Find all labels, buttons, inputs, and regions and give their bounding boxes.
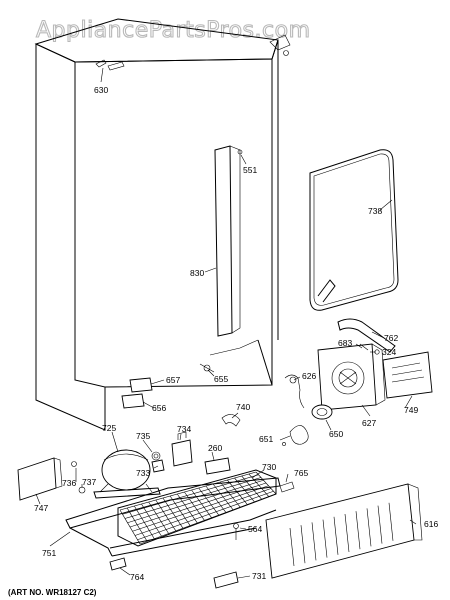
label-725: 725 — [102, 423, 116, 433]
art-number: (ART NO. WR18127 C2) — [8, 588, 97, 597]
label-730: 730 — [262, 462, 276, 472]
label-731: 731 — [252, 571, 266, 581]
label-734: 734 — [177, 424, 191, 434]
door-gasket — [309, 149, 399, 311]
label-551: 551 — [243, 165, 257, 175]
label-260: 260 — [208, 443, 222, 453]
label-655: 655 — [214, 374, 228, 384]
label-656: 656 — [152, 403, 166, 413]
label-564: 564 — [248, 524, 262, 534]
label-751: 751 — [42, 548, 56, 558]
label-627: 627 — [362, 418, 376, 428]
base-pan — [65, 477, 281, 557]
label-830: 830 — [190, 268, 204, 278]
label-736: 736 — [62, 478, 76, 488]
label-735: 735 — [136, 431, 150, 441]
label-738: 738 — [368, 206, 382, 216]
small-parts — [221, 374, 333, 493]
label-740: 740 — [236, 402, 250, 412]
label-747: 747 — [34, 503, 48, 513]
brackets — [121, 363, 215, 409]
leader-lines — [35, 67, 417, 579]
cabinet-body — [34, 18, 291, 431]
label-626: 626 — [302, 371, 316, 381]
label-737: 737 — [82, 477, 96, 487]
label-651: 651 — [259, 434, 273, 444]
label-762: 762 — [384, 333, 398, 343]
label-650: 650 — [329, 429, 343, 439]
label-683: 683 — [338, 338, 352, 348]
bracket-747 — [17, 457, 86, 501]
label-630: 630 — [94, 85, 108, 95]
label-733: 733 — [136, 468, 150, 478]
label-765: 765 — [294, 468, 308, 478]
compressor — [93, 431, 231, 499]
grille — [109, 483, 423, 589]
part-labels: 630 551 738 830 762 683 324 657 655 626 … — [34, 85, 438, 582]
label-324: 324 — [382, 347, 396, 357]
label-616: 616 — [424, 519, 438, 529]
condenser-coil — [117, 469, 277, 547]
fan-housing — [317, 318, 433, 411]
label-749: 749 — [404, 405, 418, 415]
label-657: 657 — [166, 375, 180, 385]
label-764: 764 — [130, 572, 144, 582]
